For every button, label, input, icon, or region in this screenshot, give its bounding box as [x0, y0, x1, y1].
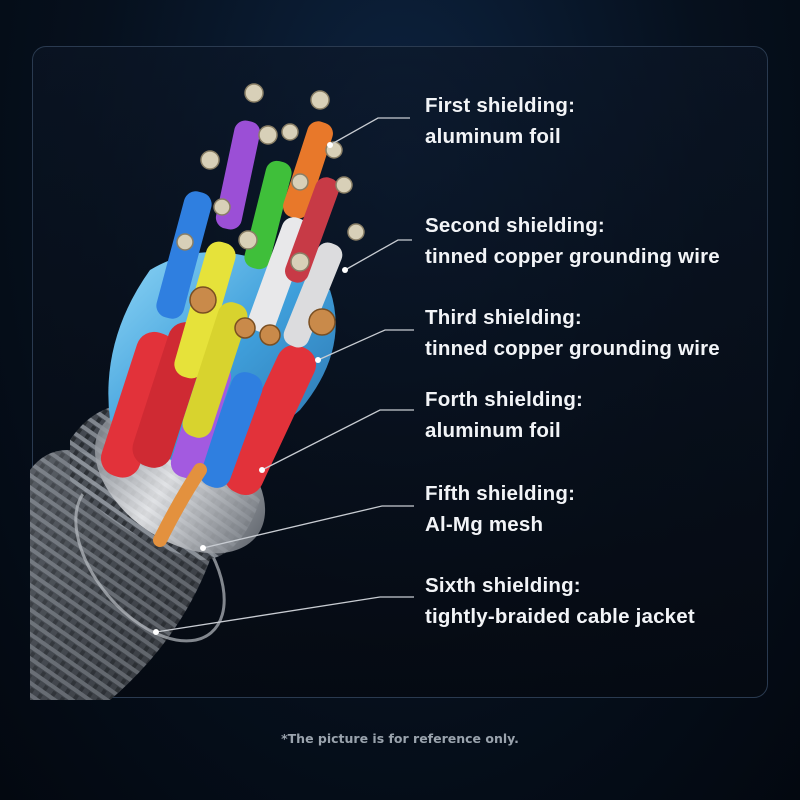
callout-detail: tinned copper grounding wire: [425, 337, 720, 360]
callout-fifth-shielding: Fifth shielding: Al-Mg mesh: [425, 478, 575, 540]
callout-title: Third shielding:: [425, 306, 582, 329]
inner-wires: [100, 83, 365, 547]
callout-title: Fifth shielding:: [425, 482, 576, 505]
callout-detail: tightly-braided cable jacket: [425, 605, 695, 628]
callout-detail: tinned copper grounding wire: [425, 245, 720, 268]
callout-sixth-shielding: Sixth shielding: tightly-braided cable j…: [425, 570, 695, 632]
callout-title: Forth shielding:: [425, 388, 584, 411]
wire-blue: [156, 191, 263, 488]
drain-wire: [153, 463, 207, 547]
callout-forth-shielding: Forth shielding: aluminum foil: [425, 384, 583, 446]
callout-title: Sixth shielding:: [425, 574, 581, 597]
leader-dots: [153, 142, 348, 635]
leader-lines: [155, 117, 414, 633]
callout-detail: aluminum foil: [425, 125, 561, 148]
callout-third-shielding: Third shielding: tinned copper grounding…: [425, 302, 720, 364]
callout-title: First shielding:: [425, 94, 576, 117]
callout-first-shielding: First shielding: aluminum foil: [425, 90, 575, 152]
callout-detail: Al-Mg mesh: [425, 513, 544, 536]
wire-orange: [283, 121, 333, 219]
callout-title: Second shielding:: [425, 214, 605, 237]
callout-detail: aluminum foil: [425, 419, 561, 442]
conductor-tips: [176, 83, 365, 272]
callout-second-shielding: Second shielding: tinned copper groundin…: [425, 210, 720, 272]
reference-footnote: *The picture is for reference only.: [281, 731, 519, 746]
copper-conductor-ends: [189, 286, 336, 346]
